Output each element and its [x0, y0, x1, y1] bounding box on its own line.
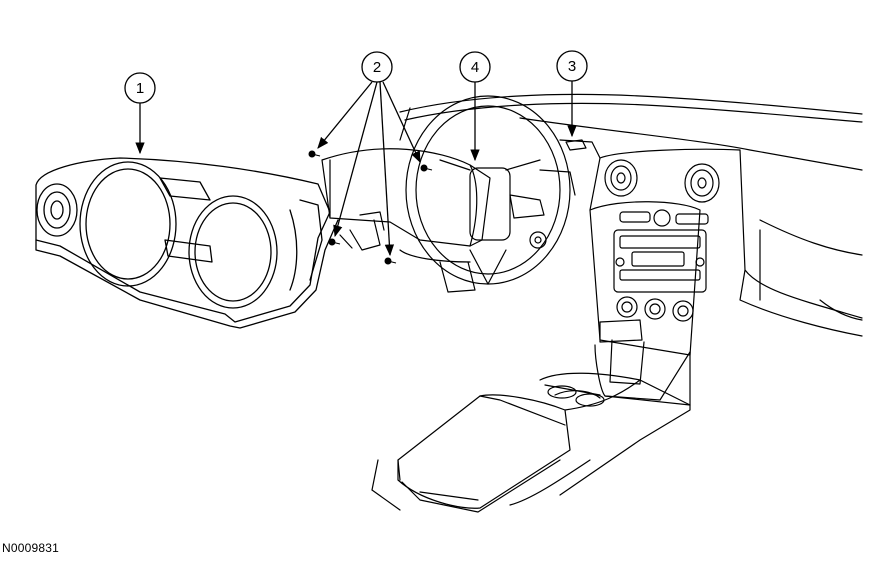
- callout-3: [556, 50, 588, 138]
- screw-upper-right: [420, 164, 433, 172]
- callout-4: [459, 51, 491, 162]
- callout-2: [317, 51, 421, 257]
- instrument-cluster: [35, 157, 339, 329]
- callout-2-label: 2: [373, 59, 381, 76]
- screw-lower-left: [328, 238, 341, 246]
- callout-1: [124, 72, 156, 155]
- screws: [308, 150, 433, 265]
- callout-1-label: 1: [136, 80, 144, 97]
- callout-3-label: 3: [568, 58, 576, 75]
- figure-id-label: N0009831: [2, 541, 59, 555]
- callout-4-label: 4: [471, 59, 479, 76]
- screw-upper-left: [308, 150, 321, 158]
- screw-lower-right: [384, 257, 397, 265]
- dashboard-drawing: [321, 93, 863, 513]
